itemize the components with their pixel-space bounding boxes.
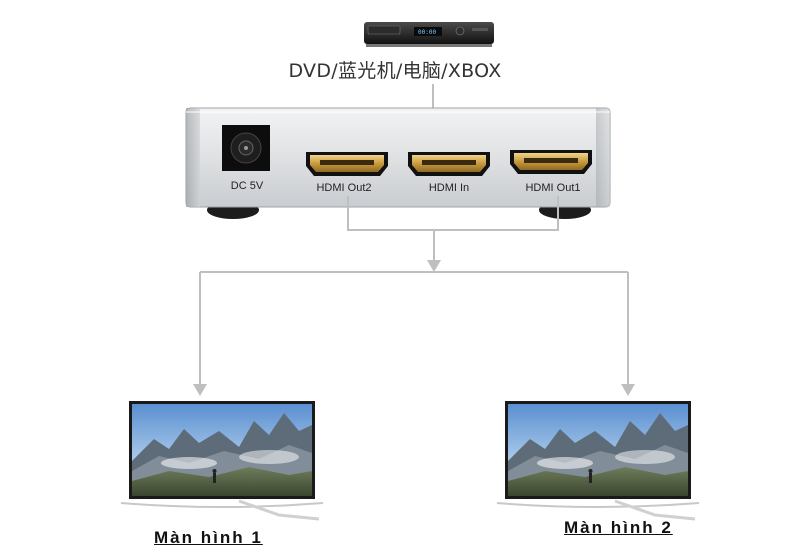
output-connectors bbox=[199, 196, 629, 385]
hdmi-splitter-device bbox=[185, 107, 611, 219]
hdmi-in-port-icon bbox=[408, 152, 490, 176]
screen-1-label: Màn hình 1 bbox=[154, 528, 263, 547]
hdmi-out2-port-icon bbox=[306, 152, 388, 176]
dc-power-jack-icon bbox=[222, 125, 270, 171]
hdmi-out2-label: HDMI Out2 bbox=[316, 182, 372, 194]
screen2-arrow-icon bbox=[621, 384, 635, 396]
screen-2-label: Màn hình 2 bbox=[564, 518, 673, 537]
tv-screen-2-icon bbox=[495, 399, 701, 521]
hdmi-out1-label: HDMI Out1 bbox=[525, 182, 581, 194]
hdmi-out1-port-icon bbox=[510, 150, 592, 174]
screen1-arrow-icon bbox=[193, 384, 207, 396]
dc-power-label: DC 5V bbox=[230, 180, 264, 192]
hdmi-in-label: HDMI In bbox=[428, 182, 470, 194]
source-device-label: DVD/蓝光机/电脑/XBOX bbox=[288, 60, 502, 82]
dvd-player-icon: 00:00 bbox=[364, 22, 494, 47]
svg-text:00:00: 00:00 bbox=[418, 29, 436, 36]
splitter-arrow-icon bbox=[427, 260, 441, 272]
tv-screen-1-icon bbox=[119, 399, 325, 521]
